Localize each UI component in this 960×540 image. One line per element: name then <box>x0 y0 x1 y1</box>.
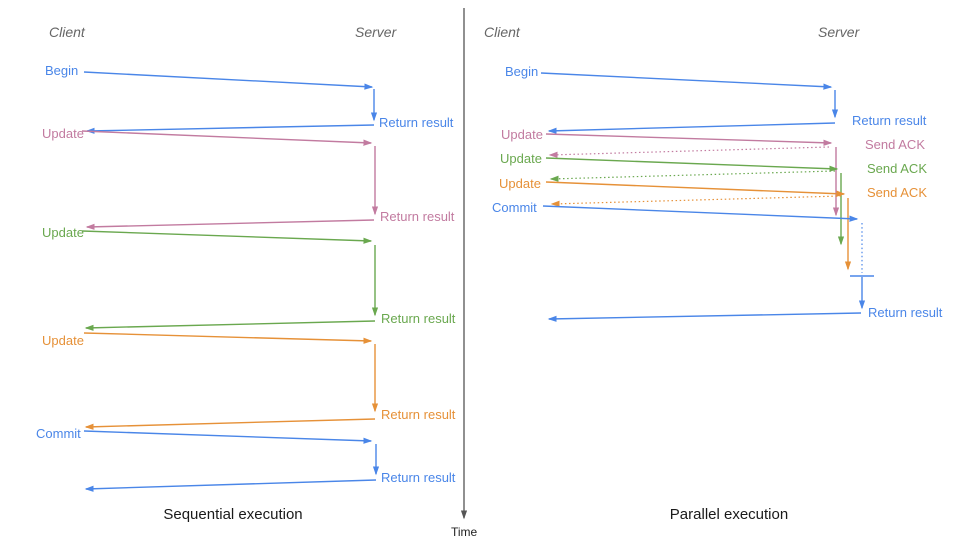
parallel-msg-send-ack-1: Send ACK <box>865 137 925 152</box>
sequential-msg-update-3: Update <box>42 333 84 348</box>
sequential-client-header: Client <box>49 24 86 40</box>
parallel-commit-return-arrow <box>547 312 862 323</box>
parallel-update1-ack-arrow <box>548 146 830 158</box>
sequential-msg-update-2: Update <box>42 225 84 240</box>
parallel-msg-commit: Commit <box>492 200 537 215</box>
parallel-update2-ack-arrow <box>549 170 836 182</box>
parallel-client-header: Client <box>484 24 521 40</box>
sequential-update2-return-arrow <box>84 320 376 331</box>
sequential-update2-request-arrow <box>81 230 373 244</box>
sequential-msg-return-result-1: Return result <box>379 115 454 130</box>
parallel-msg-update-3: Update <box>499 176 541 191</box>
sequential-update1-request-arrow <box>81 130 373 146</box>
parallel-msg-update-1: Update <box>501 127 543 142</box>
sequential-msg-return-result-5: Return result <box>381 470 456 485</box>
parallel-server-header: Server <box>818 24 861 40</box>
sequential-update3-return-arrow <box>84 418 376 430</box>
parallel-msg-return-result-1: Return result <box>852 113 927 128</box>
time-axis-label: Time <box>451 525 478 539</box>
sequential-commit-request-arrow <box>83 430 373 444</box>
parallel-msg-update-2: Update <box>500 151 542 166</box>
parallel-begin-return-arrow <box>547 122 836 134</box>
sequential-msg-return-result-3: Return result <box>381 311 456 326</box>
sequential-msg-begin: Begin <box>45 63 78 78</box>
sequential-commit-return-arrow <box>84 479 377 492</box>
parallel-update3-request-arrow <box>545 181 846 197</box>
sequential-update1-return-arrow <box>85 219 375 230</box>
parallel-panel-title: Parallel execution <box>670 506 788 523</box>
sequential-begin-return-arrow <box>85 124 375 134</box>
sequential-msg-return-result-4: Return result <box>381 407 456 422</box>
parallel-msg-send-ack-3: Send ACK <box>867 185 927 200</box>
parallel-msg-begin: Begin <box>505 64 538 79</box>
parallel-update1-request-arrow <box>545 133 833 146</box>
parallel-msg-return-result-2: Return result <box>868 305 943 320</box>
sequential-msg-commit: Commit <box>36 426 81 441</box>
parallel-commit-request-arrow <box>542 205 859 222</box>
sequential-begin-request-arrow <box>83 71 374 90</box>
parallel-msg-send-ack-2: Send ACK <box>867 161 927 176</box>
sequential-msg-return-result-2: Return result <box>380 209 455 224</box>
sequential-server-header: Server <box>355 24 398 40</box>
parallel-begin-request-arrow <box>540 72 833 90</box>
parallel-update3-ack-arrow <box>550 195 842 207</box>
parallel-update2-request-arrow <box>545 157 839 172</box>
sequential-update3-request-arrow <box>83 332 373 344</box>
sequential-panel-title: Sequential execution <box>163 506 302 523</box>
sequential-msg-update-1: Update <box>42 126 84 141</box>
